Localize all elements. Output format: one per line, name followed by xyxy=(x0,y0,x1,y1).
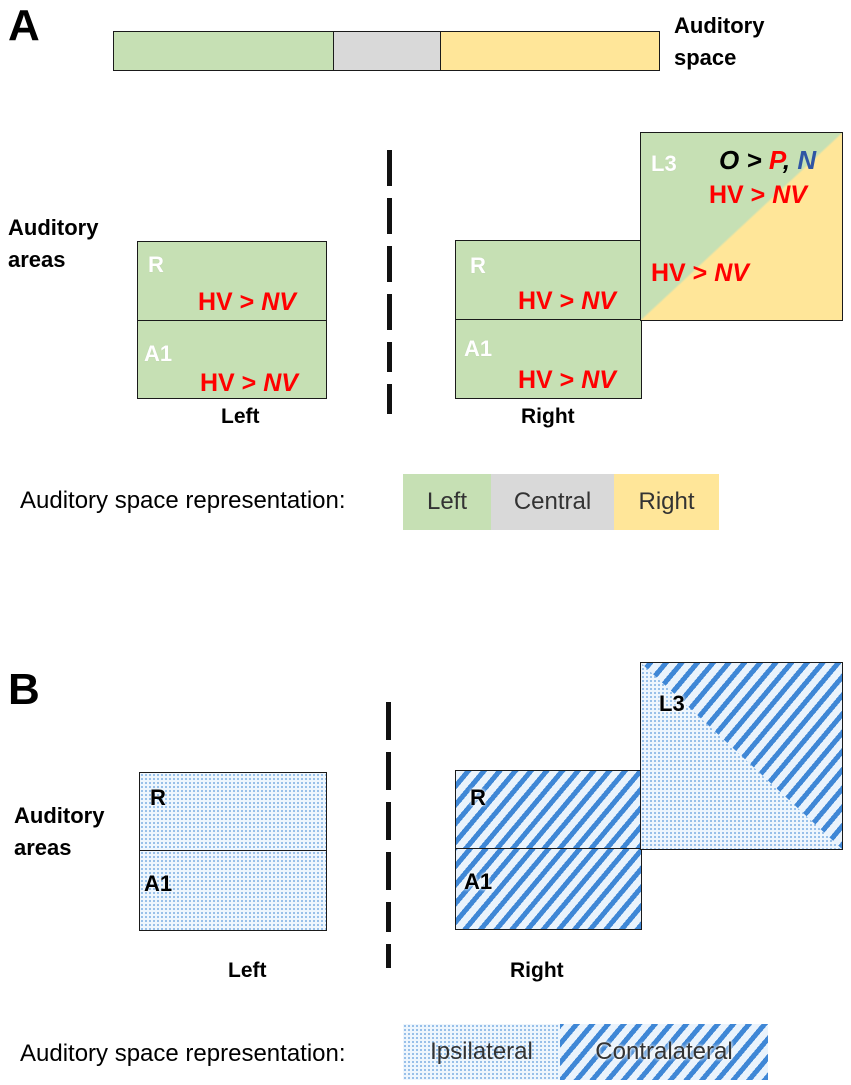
right-hemisphere-label-b: Right xyxy=(510,959,564,982)
space-bar-label: Auditory space xyxy=(674,13,765,70)
right-r-area: R HV > NV xyxy=(455,240,642,321)
left-a1-area-b: A1 xyxy=(139,850,327,931)
space-bar-right-segment xyxy=(440,31,660,71)
midline-dash xyxy=(387,342,392,372)
left-hemisphere-label-b: Left xyxy=(228,959,267,982)
auditory-areas-label-a: Auditory areas xyxy=(8,215,99,272)
left-r-area: R HV > NV xyxy=(137,241,327,322)
right-l3-area-b: L3 xyxy=(640,662,843,850)
left-a1-effect: HV > NV xyxy=(200,369,298,397)
legend-a-title: Auditory space representation: xyxy=(20,487,346,514)
midline-dash xyxy=(387,384,392,414)
left-a1-area: A1 HV > NV xyxy=(137,320,327,399)
panel-b-label: B xyxy=(8,665,40,714)
right-a1-area: A1 HV > NV xyxy=(455,319,642,399)
left-hemisphere-label: Left xyxy=(221,405,260,428)
midline-dash xyxy=(387,294,392,330)
right-r-effect: HV > NV xyxy=(518,287,616,315)
l3-lower-effect: HV > NV xyxy=(651,259,749,287)
space-bar-left-segment xyxy=(113,31,335,71)
midline-dash xyxy=(386,902,391,932)
legend-right: Right xyxy=(614,474,719,530)
legend-b-title: Auditory space representation: xyxy=(20,1040,346,1067)
midline-dash xyxy=(387,150,392,186)
auditory-areas-label-b: Auditory areas xyxy=(14,803,105,860)
midline-dash xyxy=(387,198,392,234)
right-l3-area: L3 O > P, N HV > NV HV > NV xyxy=(640,132,843,321)
midline-dash xyxy=(386,752,391,790)
midline-dash xyxy=(386,802,391,840)
left-r-area-b: R xyxy=(139,772,327,852)
left-r-effect: HV > NV xyxy=(198,288,296,316)
panel-a-label: A xyxy=(8,1,40,50)
legend-ipsilateral: Ipsilateral xyxy=(403,1024,560,1080)
legend-central: Central xyxy=(491,474,614,530)
legend-contralateral: Contralateral xyxy=(560,1024,768,1080)
l3-contrast: O > P, N xyxy=(719,145,817,175)
midline-dash xyxy=(386,852,391,890)
midline-dash xyxy=(386,702,391,740)
right-a1-effect: HV > NV xyxy=(518,366,616,394)
right-r-area-b: R xyxy=(455,770,642,850)
l3-upper-effect: HV > NV xyxy=(709,181,807,209)
midline-dash xyxy=(386,944,391,968)
midline-dash xyxy=(387,246,392,282)
right-a1-area-b: A1 xyxy=(455,848,642,930)
legend-left: Left xyxy=(403,474,491,530)
space-bar-central-segment xyxy=(333,31,442,71)
right-hemisphere-label: Right xyxy=(521,405,575,428)
